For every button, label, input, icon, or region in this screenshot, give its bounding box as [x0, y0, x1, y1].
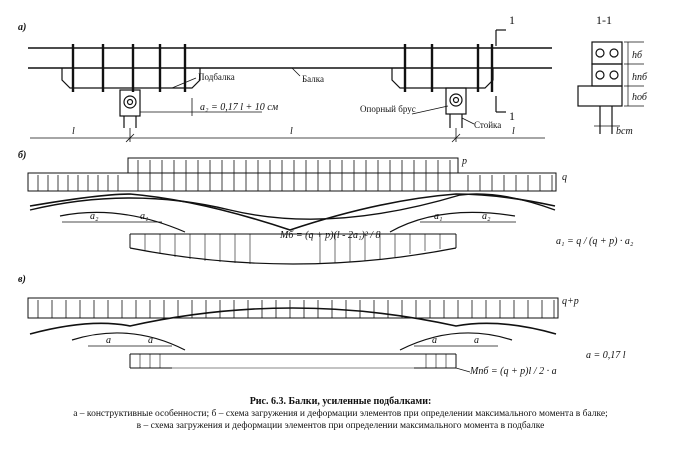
- label-q: q: [562, 172, 567, 183]
- label-stoika: Стойка: [474, 120, 501, 130]
- label-b-mark: б): [18, 150, 26, 161]
- label-span-l-right: l: [512, 126, 515, 137]
- label-podbalka: Подбалка: [198, 72, 235, 82]
- label-a-mark: а): [18, 22, 26, 33]
- moment-hatch-b: [144, 234, 441, 264]
- section-mark-top: 1: [509, 13, 515, 27]
- label-a2-left: a₂: [90, 211, 99, 222]
- label-span-l-left: l: [72, 126, 75, 137]
- caption-title: Рис. 6.3. Балки, усиленные подбалками:: [249, 396, 432, 407]
- load-arrows-b: [37, 160, 553, 191]
- caption-line-1: а – конструктивные особенности; б – схем…: [73, 409, 608, 419]
- caption-line-2: в – схема загружения и деформации элемен…: [136, 421, 545, 431]
- label-b-st: bст: [616, 126, 633, 137]
- label-a-4: a: [474, 335, 479, 346]
- label-a1-right: a₁: [434, 211, 442, 222]
- label-a-3: a: [432, 335, 437, 346]
- label-opor-brus: Опорный брус: [360, 104, 416, 114]
- label-a2-right: a₂: [482, 211, 491, 222]
- label-v-mark: в): [18, 274, 26, 285]
- panel-b-beam-moment: [27, 157, 557, 265]
- label-h-pb: hпб: [632, 72, 648, 83]
- label-a2-formula: a₂ = 0,17 l + 10 см: [200, 102, 279, 113]
- label-a1-formula: a₁ = q / (q + p) · a₂: [556, 236, 634, 247]
- label-mpb-formula: Mпб = (q + p)l / 2 · a: [469, 366, 557, 377]
- label-a-formula: a = 0,17 l: [586, 350, 626, 361]
- section-title: 1-1: [596, 13, 612, 27]
- label-p: p: [461, 156, 467, 167]
- panel-a-construction: [28, 29, 552, 143]
- label-h-ob: hоб: [632, 92, 648, 103]
- label-a-2: a: [148, 335, 153, 346]
- section-mark-bottom: 1: [509, 109, 515, 123]
- load-arrows-v: [37, 300, 555, 318]
- panel-v-subbeam-moment: [27, 297, 559, 373]
- label-a1-left: a₁: [140, 211, 148, 222]
- label-span-l-middle: l: [290, 126, 293, 137]
- label-balka: Балка: [302, 74, 324, 84]
- label-a-1: a: [106, 335, 111, 346]
- bolts: [71, 44, 494, 92]
- cross-section-1-1: [577, 41, 644, 134]
- label-mb-formula: Mб = (q + p)(l - 2a₁)² / 8: [279, 230, 381, 241]
- figure-caption: Рис. 6.3. Балки, усиленные подбалками: а…: [0, 396, 681, 432]
- label-qp: q+p: [562, 296, 579, 307]
- label-h-b: hб: [632, 50, 643, 61]
- moment-hatch-v: [139, 354, 447, 368]
